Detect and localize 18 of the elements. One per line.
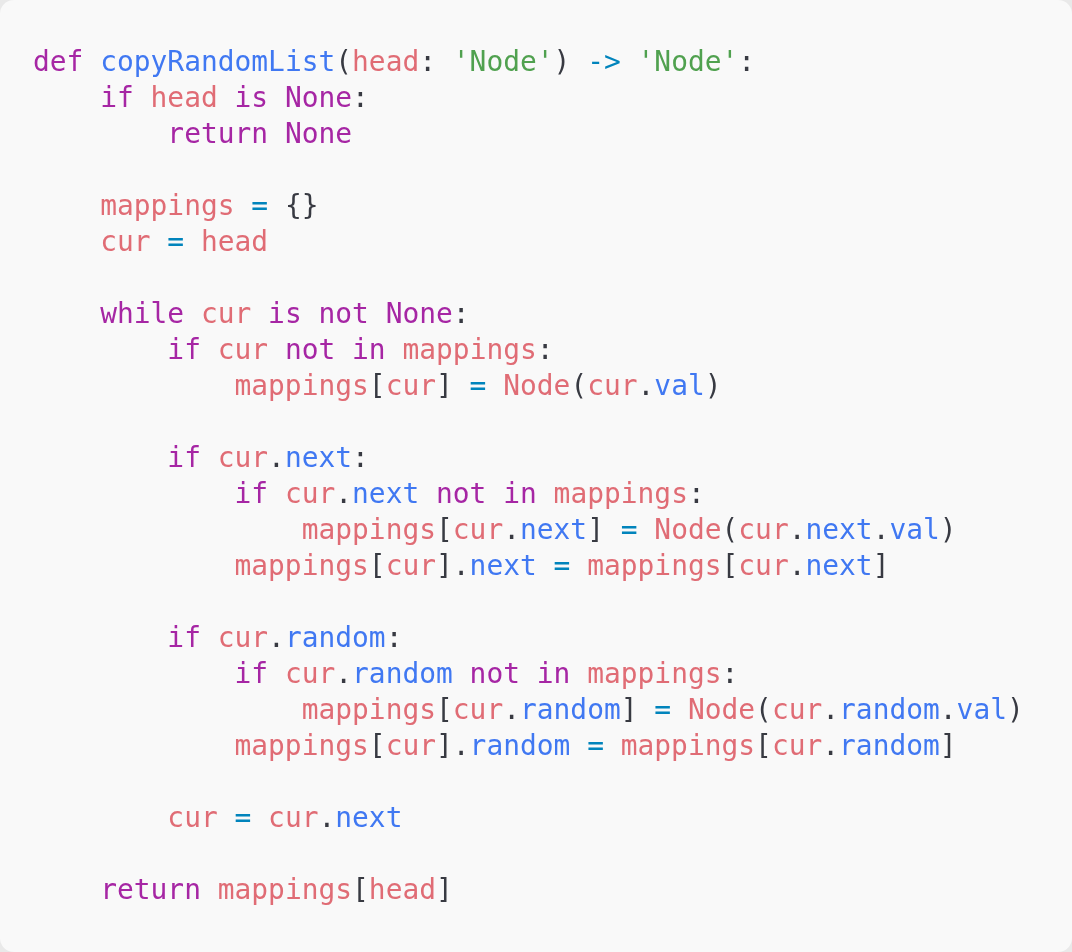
code-line: if cur.next: xyxy=(166,440,369,476)
code-line: mappings[cur].next = mappings[cur.next] xyxy=(233,548,890,584)
code-line: mappings[cur].random = mappings[cur.random] xyxy=(233,728,957,764)
code-line: if cur.random not in mappings: xyxy=(233,656,739,692)
code-line: if head is None: xyxy=(99,80,369,116)
code-line: if cur not in mappings: xyxy=(166,332,554,368)
code-line: mappings = {} xyxy=(99,188,319,224)
code-line: mappings[cur.random] = Node(cur.random.val) xyxy=(300,692,1024,728)
code-line: if cur.random: xyxy=(166,620,403,656)
code-line: mappings[cur.next] = Node(cur.next.val) xyxy=(300,512,957,548)
code-line: def copyRandomList(head: 'Node') -> 'Node': xyxy=(33,44,756,80)
code-line: mappings[cur] = Node(cur.val) xyxy=(233,368,722,404)
code-line: return None xyxy=(166,116,353,152)
code-line: if cur.next not in mappings: xyxy=(233,476,705,512)
code-line: while cur is not None: xyxy=(99,296,470,332)
code-line: return mappings[head] xyxy=(99,872,453,908)
code-line: cur = head xyxy=(99,224,269,260)
code-line: cur = cur.next xyxy=(166,800,403,836)
